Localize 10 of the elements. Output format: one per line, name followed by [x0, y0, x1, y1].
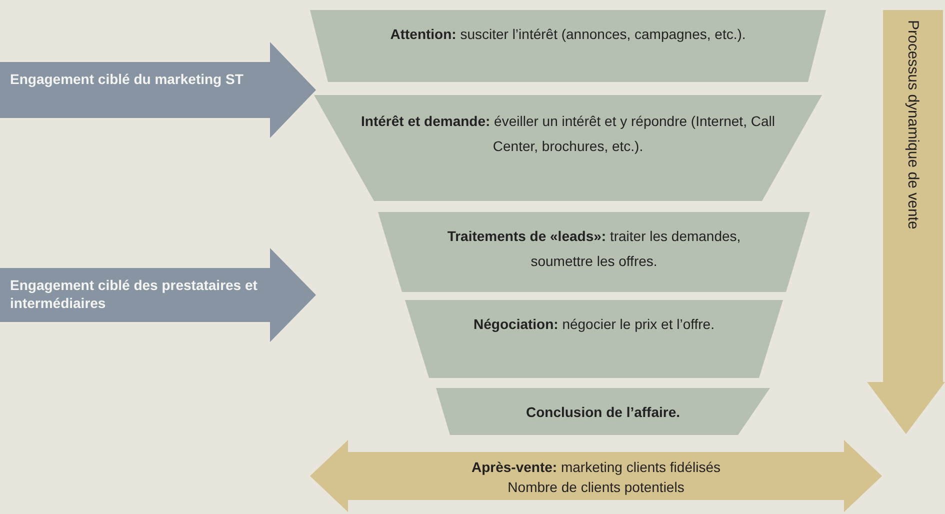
arrow-text: Engagement ciblé des prestataires et intermédiaires: [10, 276, 258, 312]
stage-text: Traitements de «leads»: traiter les demandes, soumettre les offres.: [446, 227, 742, 270]
arrow-text: Après-vente: marketing clients fidélisés: [470, 458, 722, 477]
stage-text: Intérêt et demande: éveiller un intérêt et y répondre (Internet, Call Center, brochures, etc.).: [360, 112, 776, 156]
arrow-text: Engagement ciblé du marketing ST: [10, 70, 244, 88]
arrow-text: Nombre de clients potentiels: [506, 478, 686, 497]
stage-text: Conclusion de l’affaire.: [524, 403, 682, 422]
stage-text: Attention: susciter l’intérêt (annonces, campagnes, etc.).: [389, 25, 747, 44]
arrow-text: Processus dynamique de vente: [904, 20, 922, 230]
stage-text: Négociation: négocier le prix et l’offre.: [472, 315, 716, 334]
